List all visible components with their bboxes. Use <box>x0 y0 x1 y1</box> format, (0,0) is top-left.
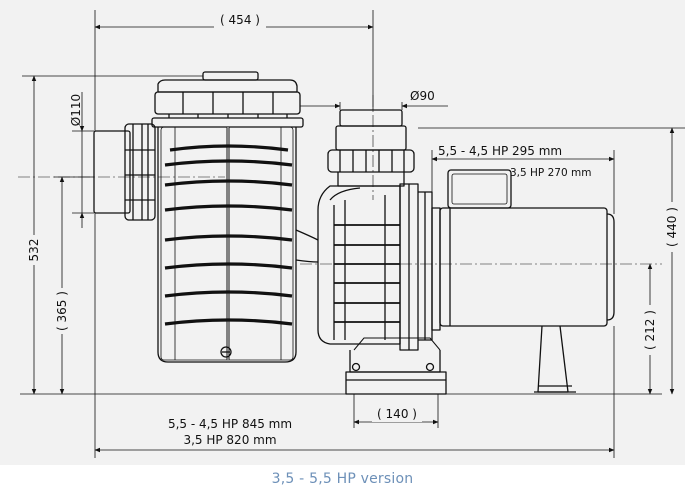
pump-volute <box>317 183 419 351</box>
connecting-tube <box>295 229 319 263</box>
total-height-label: 532 <box>27 239 41 262</box>
motor-length-high-label: 5,5 - 4,5 HP 295 mm <box>438 144 562 158</box>
outlet-diameter-label: Ø90 <box>410 89 435 103</box>
inlet-diameter-label: Ø110 <box>69 94 83 126</box>
outlet-union <box>327 109 415 187</box>
pump-dimension-drawing: ( 454 ) Ø110 Ø90 532 ( 365 ) 5,5 - 4,5 H… <box>18 10 685 458</box>
motor <box>431 169 615 331</box>
dimension-lines <box>20 10 685 458</box>
motor-length-low-label: 3,5 HP 270 mm <box>510 167 591 179</box>
strainer-basket <box>157 126 297 363</box>
technical-drawing-panel: ( 454 ) Ø110 Ø90 532 ( 365 ) 5,5 - 4,5 H… <box>0 0 685 465</box>
shaft-height-label: ( 212 ) <box>643 310 657 350</box>
overall-width-label: ( 454 ) <box>220 13 260 27</box>
foot-width-label: ( 140 ) <box>377 407 417 421</box>
figure-caption: 3,5 - 5,5 HP version <box>271 471 414 487</box>
motor-height-label: ( 440 ) <box>665 207 679 247</box>
pump-base <box>345 337 447 395</box>
total-length-high-label: 5,5 - 4,5 HP 845 mm <box>168 417 292 431</box>
pump-body <box>93 71 615 395</box>
basket-ribs <box>164 144 293 326</box>
dimension-labels: ( 454 ) Ø110 Ø90 532 ( 365 ) 5,5 - 4,5 H… <box>22 12 682 447</box>
inlet-union <box>93 123 156 221</box>
motor-adapter <box>418 191 433 341</box>
inlet-height-label: ( 365 ) <box>55 291 69 331</box>
total-length-low-label: 3,5 HP 820 mm <box>183 433 276 447</box>
strainer-lid <box>151 71 304 128</box>
motor-foot <box>534 325 576 393</box>
